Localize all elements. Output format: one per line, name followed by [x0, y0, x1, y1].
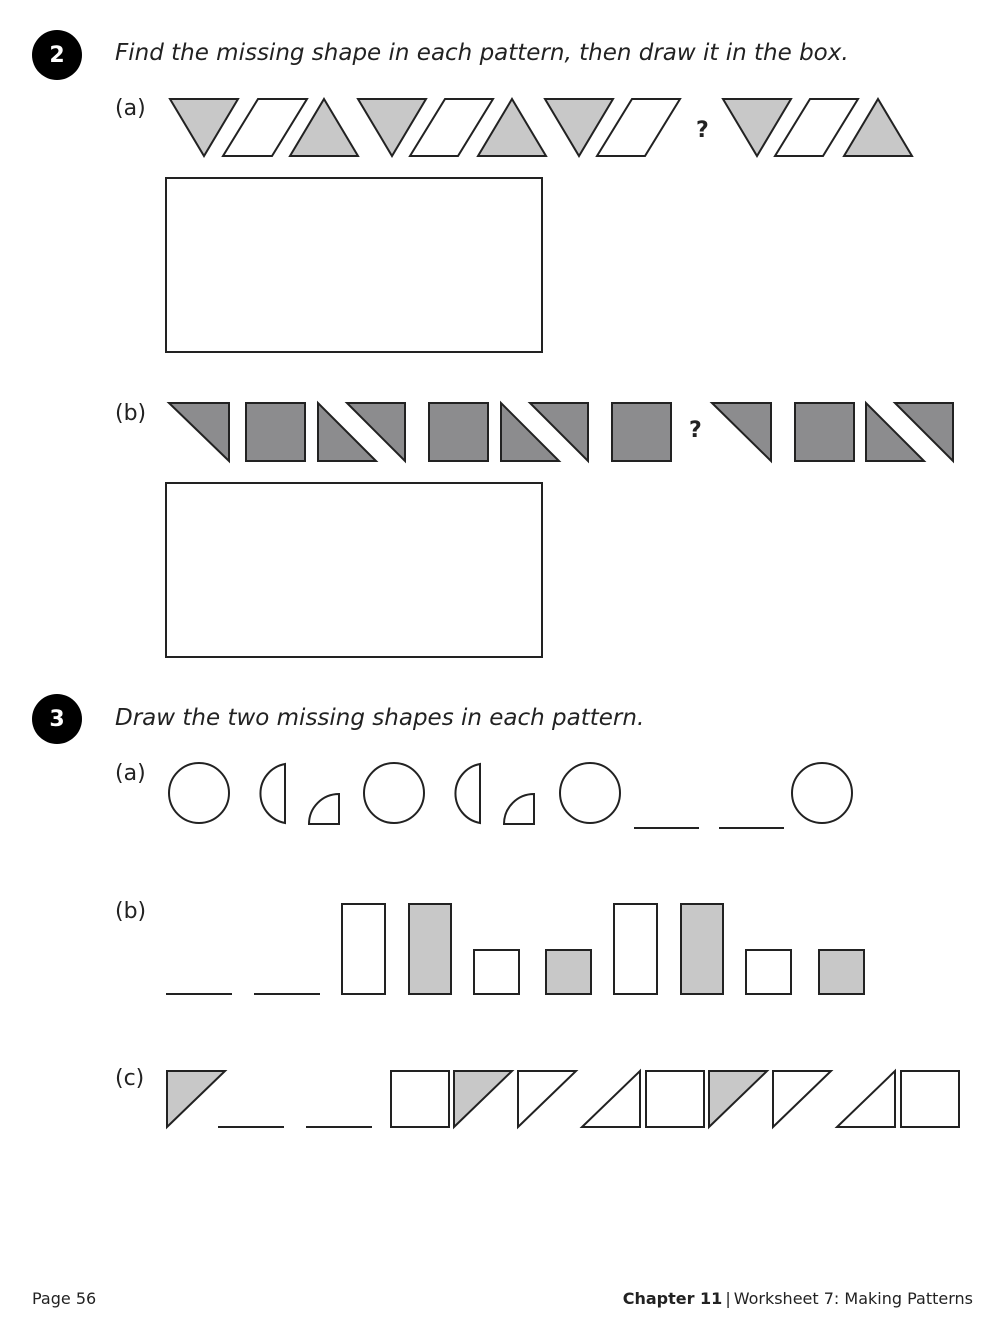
q2a-parallelogram-4: [773, 98, 860, 157]
q2b-missing-mark: ?: [689, 418, 702, 443]
q2b-square-3: [611, 402, 672, 462]
q2b-square-2: [428, 402, 489, 462]
q2a-parallelogram-3: [595, 98, 682, 157]
q2b-split-square-2-right: [527, 402, 589, 464]
q2b-split-square-3-right: [892, 402, 954, 464]
q3b-tall-rect-outline-2: [613, 903, 658, 995]
q2a-missing-mark: ?: [696, 118, 709, 143]
q2b-pattern: [166, 400, 954, 464]
q2b-square-1: [245, 402, 306, 462]
q3a-quarter-circle-1: [307, 792, 340, 825]
q3b-square-shaded-1: [545, 949, 592, 995]
q2a-triangle-down-1: [168, 98, 240, 158]
q3c-triangle-outline-1: [517, 1070, 579, 1130]
q3a-circle-3: [559, 762, 621, 824]
q2b-split-square-2-left: [500, 400, 562, 462]
q3c-pattern: [166, 1068, 960, 1130]
q2a-triangle-up-1: [288, 97, 360, 157]
q2a-parallelogram-1: [221, 98, 309, 157]
q3a-blank-2[interactable]: [719, 827, 784, 829]
q2b-right-triangle-1: [166, 402, 230, 464]
q2a-triangle-up-3: [842, 97, 914, 157]
q3a-half-circle-2: [454, 762, 481, 825]
q3-part-b-label: (b): [115, 899, 147, 924]
q3b-tall-rect-outline-1: [341, 903, 386, 995]
q2a-triangle-down-2: [356, 98, 428, 158]
q3b-blank-1[interactable]: [166, 993, 232, 995]
chapter-title: Chapter 11|Worksheet 7: Making Patterns: [623, 1289, 973, 1308]
q2-part-b-label: (b): [115, 401, 147, 426]
q3c-blank-2[interactable]: [306, 1126, 372, 1128]
q2b-split-square-3-left: [865, 400, 927, 462]
q3c-triangle-shaded-1: [166, 1070, 228, 1130]
q3c-square-outline-2: [645, 1070, 705, 1128]
q3b-pattern: [341, 903, 865, 995]
q3b-blank-2[interactable]: [254, 993, 320, 995]
q3c-square-outline-3: [900, 1070, 960, 1128]
q3-part-c-label: (c): [115, 1066, 145, 1091]
q2a-triangle-up-2: [476, 97, 548, 157]
q3-part-a-label: (a): [115, 761, 146, 786]
q3a-circle-2: [363, 762, 425, 824]
q2a-triangle-down-4: [721, 98, 793, 158]
q3a-quarter-circle-2: [502, 792, 535, 825]
question-2-instruction: Find the missing shape in each pattern, …: [115, 40, 849, 66]
q2-part-a-label: (a): [115, 96, 146, 121]
q2b-answer-box[interactable]: [165, 482, 543, 658]
q3b-square-outline-2: [745, 949, 792, 995]
q3c-triangle-outline-right-1: [579, 1068, 641, 1128]
q3b-square-shaded-2: [818, 949, 865, 995]
q3b-tall-rect-shaded-2: [680, 903, 724, 995]
worksheet-title: Worksheet 7: Making Patterns: [733, 1289, 973, 1308]
question-3-instruction: Draw the two missing shapes in each patt…: [115, 705, 645, 731]
q3a-pattern: [168, 762, 853, 825]
q3b-tall-rect-shaded-1: [408, 903, 452, 995]
q2a-answer-box[interactable]: [165, 177, 543, 353]
q3a-half-circle-1: [259, 762, 286, 825]
q2a-triangle-down-3: [543, 98, 615, 158]
q3c-triangle-shaded-3: [708, 1070, 770, 1130]
q3a-blank-1[interactable]: [634, 827, 699, 829]
q2a-parallelogram-2: [408, 98, 495, 157]
question-2-number: 2: [32, 30, 82, 80]
question-3-number: 3: [32, 694, 82, 744]
q3a-circle-4: [791, 762, 853, 824]
q2b-split-square-1-left: [317, 400, 379, 462]
page-number: Page 56: [32, 1289, 97, 1308]
q3c-triangle-shaded-2: [453, 1070, 515, 1130]
chapter-label: Chapter 11: [622, 1289, 723, 1308]
q2b-split-square-1-right: [344, 402, 406, 464]
q2b-right-triangle-2: [709, 402, 772, 464]
q3b-square-outline-1: [473, 949, 520, 995]
q3c-square-outline-1: [390, 1070, 450, 1128]
q2a-pattern: [168, 97, 914, 158]
q3c-blank-1[interactable]: [218, 1126, 284, 1128]
q2b-square-4: [794, 402, 855, 462]
q3c-triangle-outline-2: [772, 1070, 834, 1130]
q3a-circle-1: [168, 762, 230, 824]
q3c-triangle-outline-right-2: [834, 1068, 896, 1128]
footer-separator: |: [725, 1289, 731, 1308]
